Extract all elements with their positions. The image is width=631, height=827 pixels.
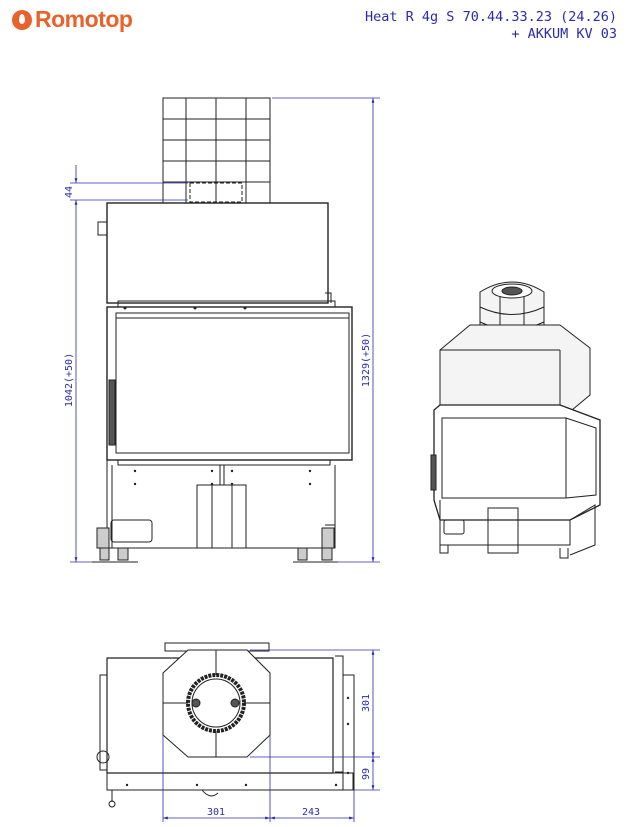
center-bracket (196, 484, 247, 549)
dim-width-chimney: 301 (207, 807, 225, 818)
dim-body-height: 1042(+50) (64, 353, 75, 407)
dim-offset: 44 (64, 186, 75, 198)
dim-total-height: 1329(+50) (361, 333, 372, 387)
glass (115, 312, 350, 454)
accumulation-blocks (162, 97, 271, 204)
feet (92, 527, 338, 563)
flame-icon (12, 9, 32, 30)
dim-front: 99 (361, 768, 372, 780)
front-dimensions (70, 97, 380, 563)
title-line-1: Heat R 4g S 70.44.33.23 (24.26) (365, 9, 617, 25)
isometric-view (430, 281, 601, 559)
dim-depth: 301 (361, 694, 372, 712)
top-view (96, 642, 355, 808)
drawing-title: Heat R 4g S 70.44.33.23 (24.26) + AKKUM … (365, 9, 617, 43)
flue-ring (186, 673, 246, 733)
dim-width-side: 243 (302, 807, 320, 818)
door-frame (106, 306, 353, 461)
label-plate (110, 519, 153, 543)
romotop-logo: Romotop (12, 6, 133, 33)
upper-body (106, 202, 329, 304)
top-dimensions (162, 649, 380, 822)
title-line-2: + AKKUM KV 03 (511, 26, 617, 42)
front-view (92, 97, 353, 563)
logo-text: Romotop (35, 6, 133, 32)
